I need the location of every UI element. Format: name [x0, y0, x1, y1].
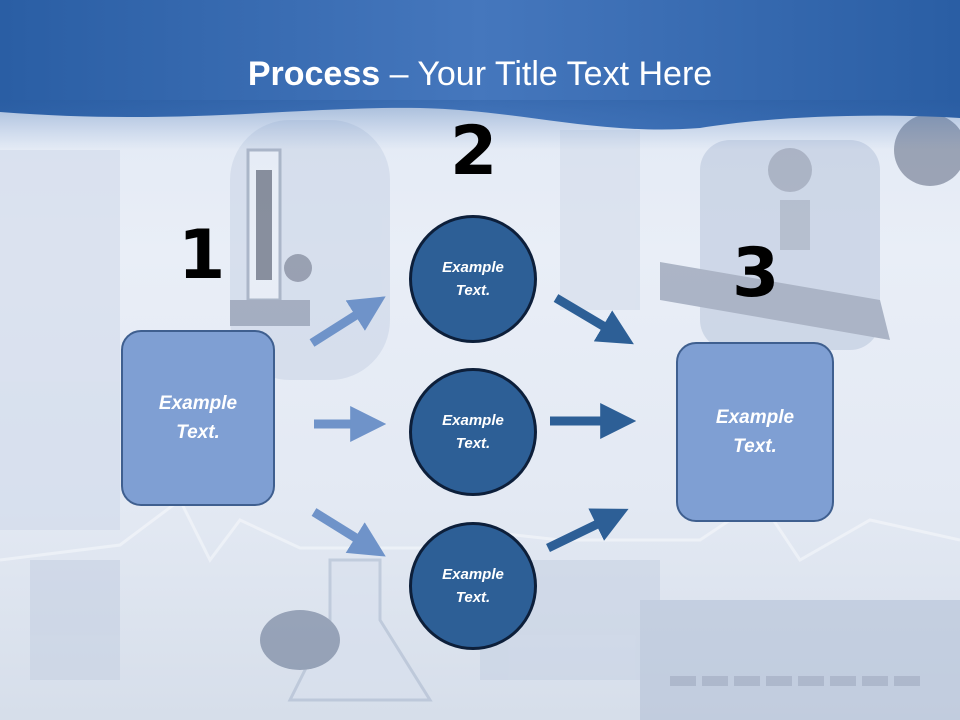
step-3-box[interactable]: Example Text.	[676, 342, 834, 522]
step-1-box[interactable]: Example Text.	[121, 330, 275, 506]
step-3-number: 3	[732, 234, 780, 313]
step-2-circle-bottom[interactable]: Example Text.	[409, 522, 537, 650]
step-2-circle-top[interactable]: Example Text.	[409, 215, 537, 343]
arrow-1-to-2a	[309, 296, 386, 347]
arrow-1-to-2c	[311, 508, 386, 557]
arrow-2a-to-3	[553, 294, 634, 345]
slide-title: Process – Your Title Text Here	[0, 52, 960, 96]
step-2-circle-top-label: Example Text.	[442, 259, 504, 299]
title-bold: Process	[247, 55, 381, 93]
arrow-2c-to-3	[546, 508, 629, 553]
step-1-number: 1	[178, 216, 226, 295]
title-rest: – Your Title Text Here	[380, 55, 713, 93]
step-1-label: Example Text.	[158, 393, 238, 443]
step-2-circle-middle[interactable]: Example Text.	[409, 368, 537, 496]
step-2-circle-middle-label: Example Text.	[442, 412, 504, 452]
step-2-circle-bottom-label: Example Text.	[442, 566, 504, 606]
step-2-number: 2	[450, 112, 498, 191]
step-3-label: Example Text.	[715, 407, 795, 457]
